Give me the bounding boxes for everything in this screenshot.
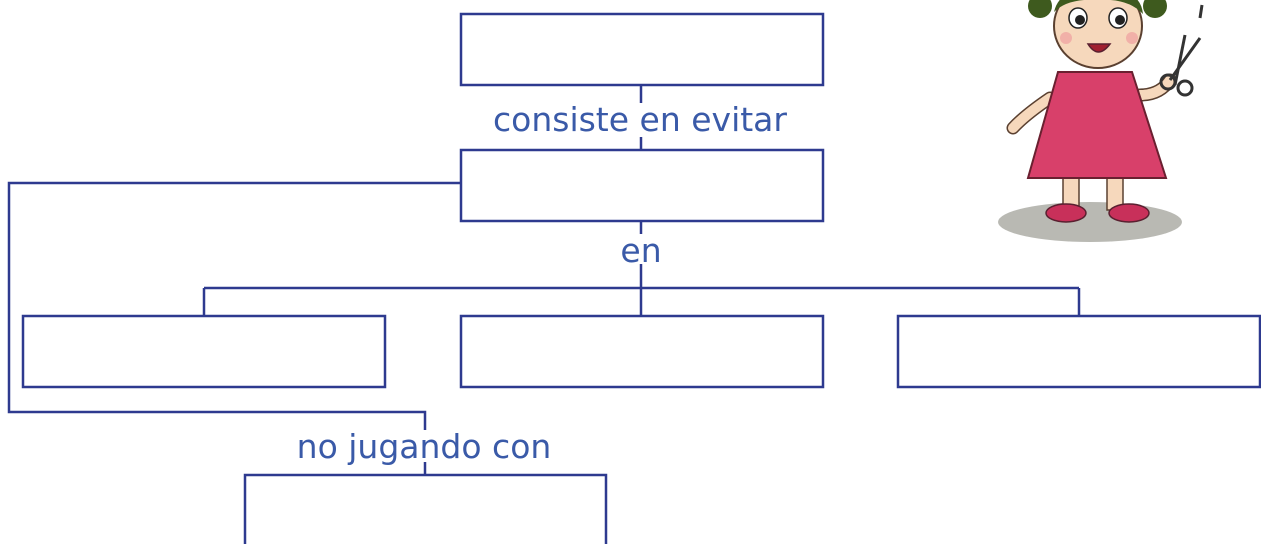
connector-middle-to-bottom-elbow [7,181,461,430]
concept-box-top[interactable] [459,12,825,87]
concept-box-bottom[interactable] [243,473,608,544]
connector-label-no-jugando: no jugando con [297,427,552,466]
connector-label-consiste: consiste en evitar [493,100,787,139]
connector-label-en: en [620,231,661,270]
concept-box-right[interactable] [896,314,1261,389]
girl-with-scissors-icon [998,0,1204,242]
concept-box-center[interactable] [459,314,825,389]
connector-lines [7,85,1081,475]
concept-box-middle[interactable] [459,148,825,223]
concept-box-left[interactable] [21,314,387,389]
